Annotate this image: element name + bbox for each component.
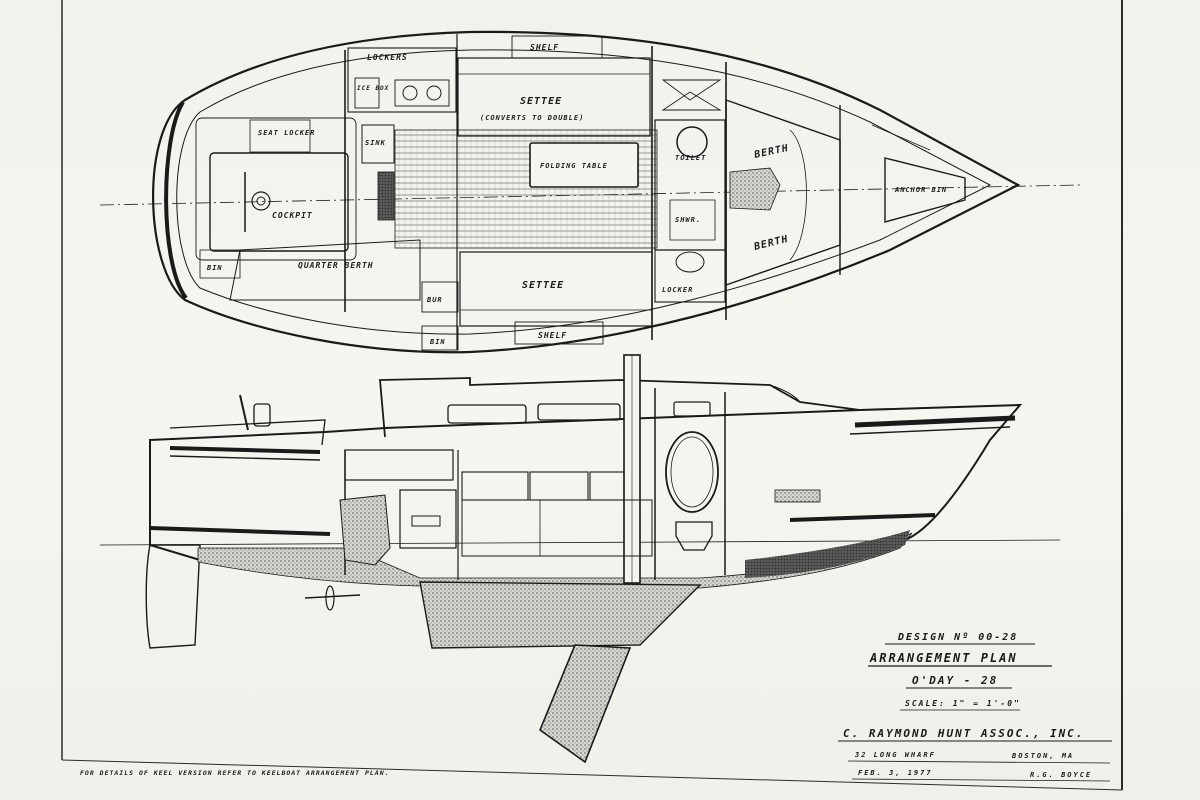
burner-right-icon [426, 85, 442, 101]
label-berth-top: BERTH [752, 143, 790, 161]
engine [339, 494, 391, 566]
drafter-name: R.G. BOYCE [1030, 771, 1092, 779]
washbasin-icon [675, 251, 705, 273]
label-bureau: BUR [426, 296, 443, 304]
title-block: DESIGN Nº 00-28 ARRANGEMENT PLAN O'DAY -… [838, 632, 1112, 782]
cabin-trunk [379, 377, 861, 438]
locker-port [654, 249, 726, 303]
settee-back-mid [529, 471, 589, 501]
sink-basin [361, 124, 395, 164]
stove-door-icon [411, 515, 441, 527]
keel-version-footnote: FOR DETAILS OF KEEL VERSION REFER TO KEE… [80, 769, 390, 777]
winch-icon [253, 403, 271, 427]
plan-hull-outline [152, 30, 1021, 354]
plan-sheer-line [176, 49, 992, 335]
boot-stripe-bow-lower [789, 513, 936, 522]
label-ice-box: ICE BOX [357, 85, 389, 92]
rudder [145, 544, 201, 649]
firm-city: BOSTON, MA [1011, 752, 1074, 760]
design-number: DESIGN Nº 00-28 [897, 632, 1018, 643]
cockpit-bin [199, 249, 241, 279]
boot-stripe-aft-upper [169, 446, 321, 454]
galley-lockers-profile [344, 449, 454, 481]
ice-box [354, 77, 380, 109]
drawing-date: FEB. 3, 1977 [858, 769, 933, 777]
design-firm: C. RAYMOND HUNT ASSOC., INC. [843, 727, 1084, 740]
label-anchor-bin: ANCHOR BIN [894, 186, 947, 194]
toilet-profile-icon [675, 521, 713, 551]
port-light-mid [537, 403, 621, 421]
label-cockpit: COCKPIT [272, 211, 313, 220]
boot-stripe-bow-upper [854, 415, 1016, 428]
keel-stub [419, 581, 702, 649]
settee-back-aft [461, 471, 529, 501]
settee-back-fwd [589, 471, 625, 501]
bureau [421, 281, 459, 313]
label-shower: SHWR. [675, 216, 701, 224]
stern-pulpit [239, 394, 249, 431]
shelf-starboard [511, 35, 603, 59]
drawing-title: ARRANGEMENT PLAN [869, 651, 1018, 665]
prop-shaft [304, 594, 361, 599]
stove [394, 79, 450, 107]
label-settee-note: (CONVERTS TO DOUBLE) [480, 114, 584, 122]
label-settee-top: SETTEE [520, 96, 562, 107]
folding-table [529, 142, 639, 188]
quarter-berth [229, 239, 421, 301]
port-light-aft [447, 404, 527, 424]
drawing-scale: SCALE: 1" = 1'-0" [905, 699, 1021, 708]
toilet-icon [676, 126, 708, 158]
propeller-icon [325, 585, 335, 611]
stove-profile [399, 489, 457, 549]
anchor-bin [884, 157, 966, 223]
galley-counter [347, 47, 457, 113]
label-seat-locker: SEAT LOCKER [258, 129, 315, 137]
label-toilet: TOILET [675, 154, 706, 162]
head-compartment [654, 119, 726, 251]
centerboard [539, 644, 632, 764]
settee-front [461, 499, 653, 557]
port-light-fwd [673, 401, 711, 417]
label-settee-bottom: SETTEE [522, 280, 564, 291]
boot-stripe-aft-lower [149, 526, 331, 536]
bin-port [421, 325, 459, 351]
waterline [99, 539, 1061, 546]
label-lockers: LOCKERS [367, 53, 408, 62]
cockpit-seats [195, 117, 357, 261]
boat-model: O'DAY - 28 [912, 674, 998, 687]
label-bin-port: BIN [429, 338, 446, 346]
sheet-border-bottom [61, 759, 1123, 791]
shelf-port [514, 321, 604, 345]
profile-view [99, 354, 1061, 764]
burner-left-icon [402, 85, 418, 101]
label-folding-table: FOLDING TABLE [540, 162, 608, 170]
tiller-post [251, 191, 271, 211]
shower-pan [669, 199, 716, 241]
label-shelf-bottom: SHELF [538, 331, 567, 340]
label-locker-port: LOCKER [662, 286, 693, 294]
label-bin-cockpit: BIN [206, 264, 223, 272]
label-berth-bottom: BERTH [752, 234, 790, 253]
v-berth-profile [774, 489, 821, 503]
companionway-step [377, 171, 395, 221]
label-shelf-top: SHELF [530, 43, 559, 52]
v-berth-filler [729, 167, 781, 211]
label-quarter-berth: QUARTER BERTH [298, 261, 374, 270]
firm-address: 32 LONG WHARF [854, 751, 936, 759]
head-door-oval [665, 431, 719, 513]
seat-locker-lid [249, 119, 311, 153]
plan-view: LOCKERS SHELF ICE BOX SINK SETTEE (CONVE… [99, 30, 1081, 354]
cockpit-well [209, 152, 349, 252]
mast-partner [661, 79, 722, 101]
plan-transom [164, 100, 188, 300]
cockpit-coaming [169, 419, 326, 446]
label-sink: SINK [365, 139, 386, 147]
